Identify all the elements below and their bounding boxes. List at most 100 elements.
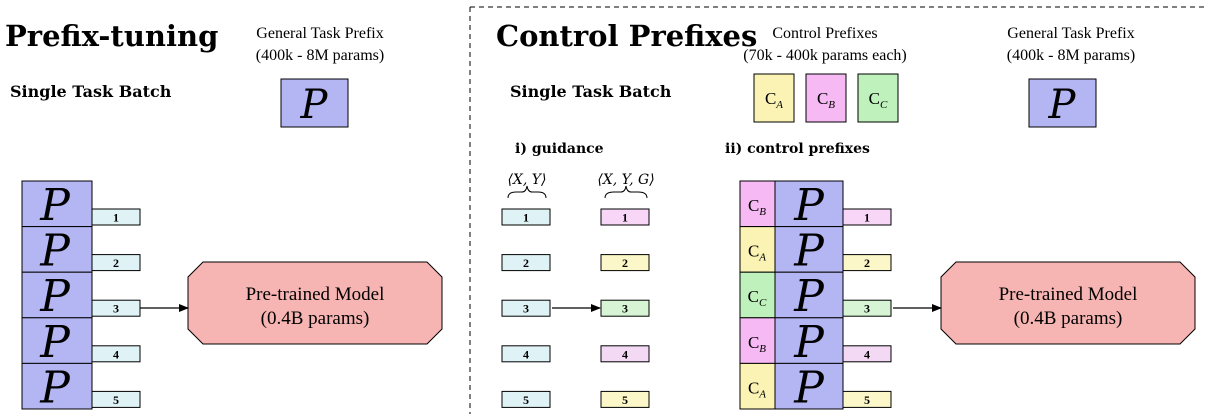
right-general-prefix-symbol: P [1048,82,1077,128]
guidance-colored-token-2: 2 [600,254,650,272]
control-prefix-b-label: CB [817,89,835,111]
control-prefix-c-box [857,73,899,123]
right-token-2: 2 [842,254,892,272]
right-token-4: 4 [842,345,892,363]
right-token-1: 1 [842,208,892,226]
left-pretrained-model-box [187,261,443,345]
xy-brace [507,185,547,199]
left-token-2: 2 [91,254,141,272]
right-stack-prefix-box [774,362,844,410]
left-stack-prefix-box [21,180,93,228]
xyg-label: ⟨X, Y, G⟩ [597,172,654,188]
left-general-prefix-box [280,78,349,128]
left-token-5: 5 [91,390,141,408]
left-token-1-box [91,208,141,226]
left-batch-label: Single Task Batch [10,82,172,101]
control-prefix-c-label: CC [869,89,888,111]
left-title: Prefix-tuning [5,19,218,53]
control-prefix-a-label: CA [765,89,783,111]
guidance-colored-token-1-number: 1 [622,211,628,225]
right-token-1-box [842,208,892,226]
right-token-3-number: 3 [864,302,870,316]
left-model-line1: Pre-trained Model [246,284,385,305]
guidance-colored-token-4-box [600,345,650,363]
guidance-plain-token-3-box [501,299,551,317]
right-model-line2: (0.4B params) [1014,308,1123,329]
right-stack-prefix-symbol: P [793,362,825,413]
right-token-3-box [842,299,892,317]
guidance-colored-token-3: 3 [600,299,650,317]
left-token-5-box [91,390,141,408]
guidance-colored-token-2-number: 2 [622,256,628,270]
left-stack-prefix-symbol: P [39,317,71,368]
left-prefix-caption-line2: (400k - 8M params) [256,47,384,64]
right-token-5: 5 [842,390,892,408]
right-stack-control-label: CB [748,196,766,218]
guidance-plain-token-1: 1 [501,208,551,226]
guidance-label: i) guidance [515,141,604,157]
right-stack-control-box [739,271,776,319]
left-model-line2: (0.4B params) [261,308,370,329]
right-stack-prefix-symbol: P [793,226,825,277]
right-stack-control-label: CA [748,378,766,400]
xy-label: ⟨X, Y⟩ [507,172,546,188]
right-token-4-box [842,345,892,363]
right-token-3: 3 [842,299,892,317]
xyg-brace [604,185,648,199]
left-general-prefix-symbol: P [300,82,329,128]
left-token-3: 3 [91,299,141,317]
guidance-plain-token-3-number: 3 [523,302,529,316]
guidance-plain-token-1-number: 1 [523,211,529,225]
left-token-1-number: 1 [113,211,119,225]
left-stack-prefix-box [21,317,93,364]
right-stack-control-label: CC [748,287,767,309]
guidance-colored-token-5-number: 5 [622,393,628,407]
left-token-4: 4 [91,345,141,363]
guidance-plain-token-3: 3 [501,299,551,317]
right-stack-prefix-box [774,180,844,228]
left-token-2-box [91,254,141,272]
right-token-1-number: 1 [864,211,870,225]
right-stack-control-box [739,180,776,228]
right-batch-label: Single Task Batch [510,82,672,101]
guidance-plain-token-5-box [501,390,551,408]
left-stack-prefix-symbol: P [39,226,71,277]
left-token-5-number: 5 [113,393,119,407]
right-token-5-number: 5 [864,393,870,407]
guidance-colored-token-5-box [600,390,650,408]
left-prefix-caption-line1: General Task Prefix [256,25,383,42]
guidance-colored-token-1: 1 [600,208,650,226]
right-token-5-box [842,390,892,408]
guidance-plain-token-1-box [501,208,551,226]
right-stack-prefix-box [774,317,844,364]
left-token-3-number: 3 [113,302,119,316]
right-stack-control-box [739,362,776,410]
left-stack-prefix-symbol: P [39,362,71,413]
right-general-prefix-box [1028,78,1097,128]
guidance-colored-token-1-box [600,208,650,226]
left-stack-prefix-symbol: P [39,180,71,231]
guidance-plain-token-2-box [501,254,551,272]
left-stack-prefix-box [21,362,93,410]
guidance-plain-token-4-number: 4 [523,347,529,361]
right-model-line1: Pre-trained Model [999,284,1138,305]
control-prefixes-caption-line2: (70k - 400k params each) [743,47,907,64]
control-prefix-a-box [753,73,795,123]
guidance-plain-token-2-number: 2 [523,256,529,270]
right-stack-control-box [739,317,776,364]
control-prefix-items: CA CB CC [753,73,899,123]
control-prefix-b-box [805,73,847,123]
control-prefixes-section-label: ii) control prefixes [725,141,870,157]
left-token-4-box [91,345,141,363]
right-stack-prefix-symbol: P [793,271,825,322]
right-title: Control Prefixes [496,19,757,53]
guidance-colored-token-2-box [600,254,650,272]
guidance-plain-token-4-box [501,345,551,363]
right-prefix-caption-line1: General Task Prefix [1007,25,1134,42]
guidance-plain-token-4: 4 [501,345,551,363]
guidance-plain-token-2: 2 [501,254,551,272]
